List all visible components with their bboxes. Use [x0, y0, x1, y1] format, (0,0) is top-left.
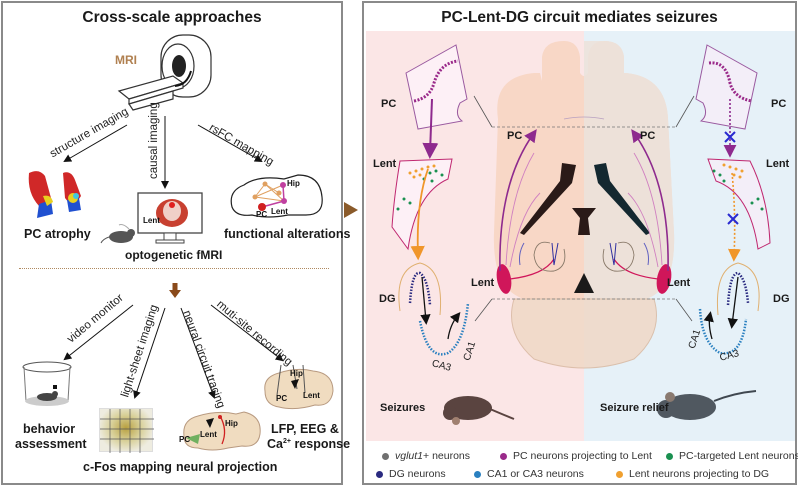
- condition-seizure-relief: Seizure relief: [600, 402, 669, 414]
- label-dg-left: DG: [379, 293, 396, 305]
- legend-item: CA1 or CA3 neurons: [474, 468, 584, 480]
- cfos-image: [99, 408, 154, 453]
- neural-projection-brain-icon: [183, 411, 261, 451]
- monitor-lent-label: Lent: [143, 216, 160, 225]
- condition-seizures: Seizures: [380, 402, 426, 414]
- result-lfp-line1: LFP, EEG &: [271, 422, 339, 436]
- label-lent-inset-left: Lent: [373, 158, 397, 170]
- label-pc-brain-left: PC: [507, 130, 523, 142]
- legend-item: vglut1+ neurons: [382, 450, 470, 462]
- fa-lent-label: Lent: [271, 207, 288, 216]
- seizure-mouse-icon: [443, 396, 515, 425]
- result-behavior-line2: assessment: [15, 437, 87, 451]
- result-optogenetic-fmri: optogenetic fMRI: [125, 248, 223, 262]
- relief-mouse-icon: [657, 390, 757, 420]
- fa-pc-label: PC: [256, 210, 268, 219]
- label-pc-inset-right: PC: [771, 98, 787, 110]
- block-x-icon: [724, 131, 736, 143]
- arrow-multi-site: [210, 304, 284, 362]
- legend-item: PC-targeted Lent neurons: [666, 450, 798, 462]
- legend-dot: [376, 470, 383, 478]
- mouse-icon: [100, 224, 135, 244]
- label-pc-brain-right: PC: [640, 130, 656, 142]
- down-arrow-icon: [169, 283, 181, 298]
- result-lfp-line2: Ca2+ response: [267, 437, 351, 451]
- circuit-panel: PC-Lent-DG circuit mediates seizures: [362, 1, 798, 487]
- legend-dot: [500, 452, 507, 460]
- np-lent-label: Lent: [200, 430, 217, 439]
- mri-label: MRI: [115, 53, 137, 67]
- lfp-hip-label: Hip: [290, 369, 303, 378]
- panel-title: Cross-scale approaches: [82, 9, 262, 26]
- np-hip-label: Hip: [225, 419, 238, 428]
- block-x-icon: [727, 213, 739, 225]
- legend: vglut1+ neurons PC neurons projecting to…: [364, 443, 798, 487]
- arrow-video-monitor: [63, 304, 134, 361]
- lent-region-right: [656, 264, 672, 294]
- label-lent-inset-right: Lent: [766, 158, 790, 170]
- cage-icon: [22, 361, 72, 406]
- legend-dot: [616, 470, 623, 478]
- np-pc-label: PC: [179, 435, 191, 444]
- pc-atrophy-3d-icon: [28, 171, 81, 218]
- legend-dot: [382, 452, 389, 460]
- cross-scale-panel: Cross-scale approaches MRI structure ima…: [1, 1, 350, 485]
- legend-dot: [666, 452, 673, 460]
- lent-region-left: [496, 264, 512, 294]
- legend-dot: [474, 470, 481, 478]
- label-lent-brain-right: Lent: [667, 277, 691, 289]
- arrow-neural-tracing: [180, 307, 216, 399]
- arrows-top: [63, 116, 263, 189]
- legend-item: DG neurons: [376, 468, 446, 480]
- result-cfos-mapping: c-Fos mapping: [83, 460, 172, 474]
- arrow-light-sheet: [133, 307, 166, 399]
- recording-brain-icon: [264, 364, 334, 410]
- circuit-diagram: [391, 41, 771, 425]
- arrow-rsfc-mapping: [197, 124, 263, 162]
- result-neural-projection: neural projection: [176, 460, 278, 474]
- legend-item: PC neurons projecting to Lent: [500, 450, 652, 462]
- lfp-lent-label: Lent: [303, 391, 320, 400]
- monitor-icon: [137, 192, 203, 244]
- panel-title: PC-Lent-DG circuit mediates seizures: [441, 9, 718, 26]
- brain-network-icon: [230, 174, 323, 218]
- fa-hip-label: Hip: [287, 179, 300, 188]
- result-behavior-line1: behavior: [23, 422, 76, 436]
- result-pc-atrophy: PC atrophy: [24, 227, 91, 241]
- legend-item: Lent neurons projecting to DG: [616, 468, 769, 480]
- label-lent-brain-left: Lent: [471, 277, 495, 289]
- cerebellum: [511, 298, 657, 369]
- result-functional-alterations: functional alterations: [224, 227, 351, 241]
- arrows-bottom: [63, 304, 284, 399]
- arrow-structure-imaging: [63, 124, 128, 163]
- mri-scanner-icon: [117, 34, 212, 111]
- lfp-pc-label: PC: [276, 394, 288, 403]
- label-pc-inset-left: PC: [381, 98, 397, 110]
- section-divider: [19, 268, 329, 269]
- label-dg-right: DG: [773, 293, 790, 305]
- panel-connector-arrow-icon: [344, 202, 358, 218]
